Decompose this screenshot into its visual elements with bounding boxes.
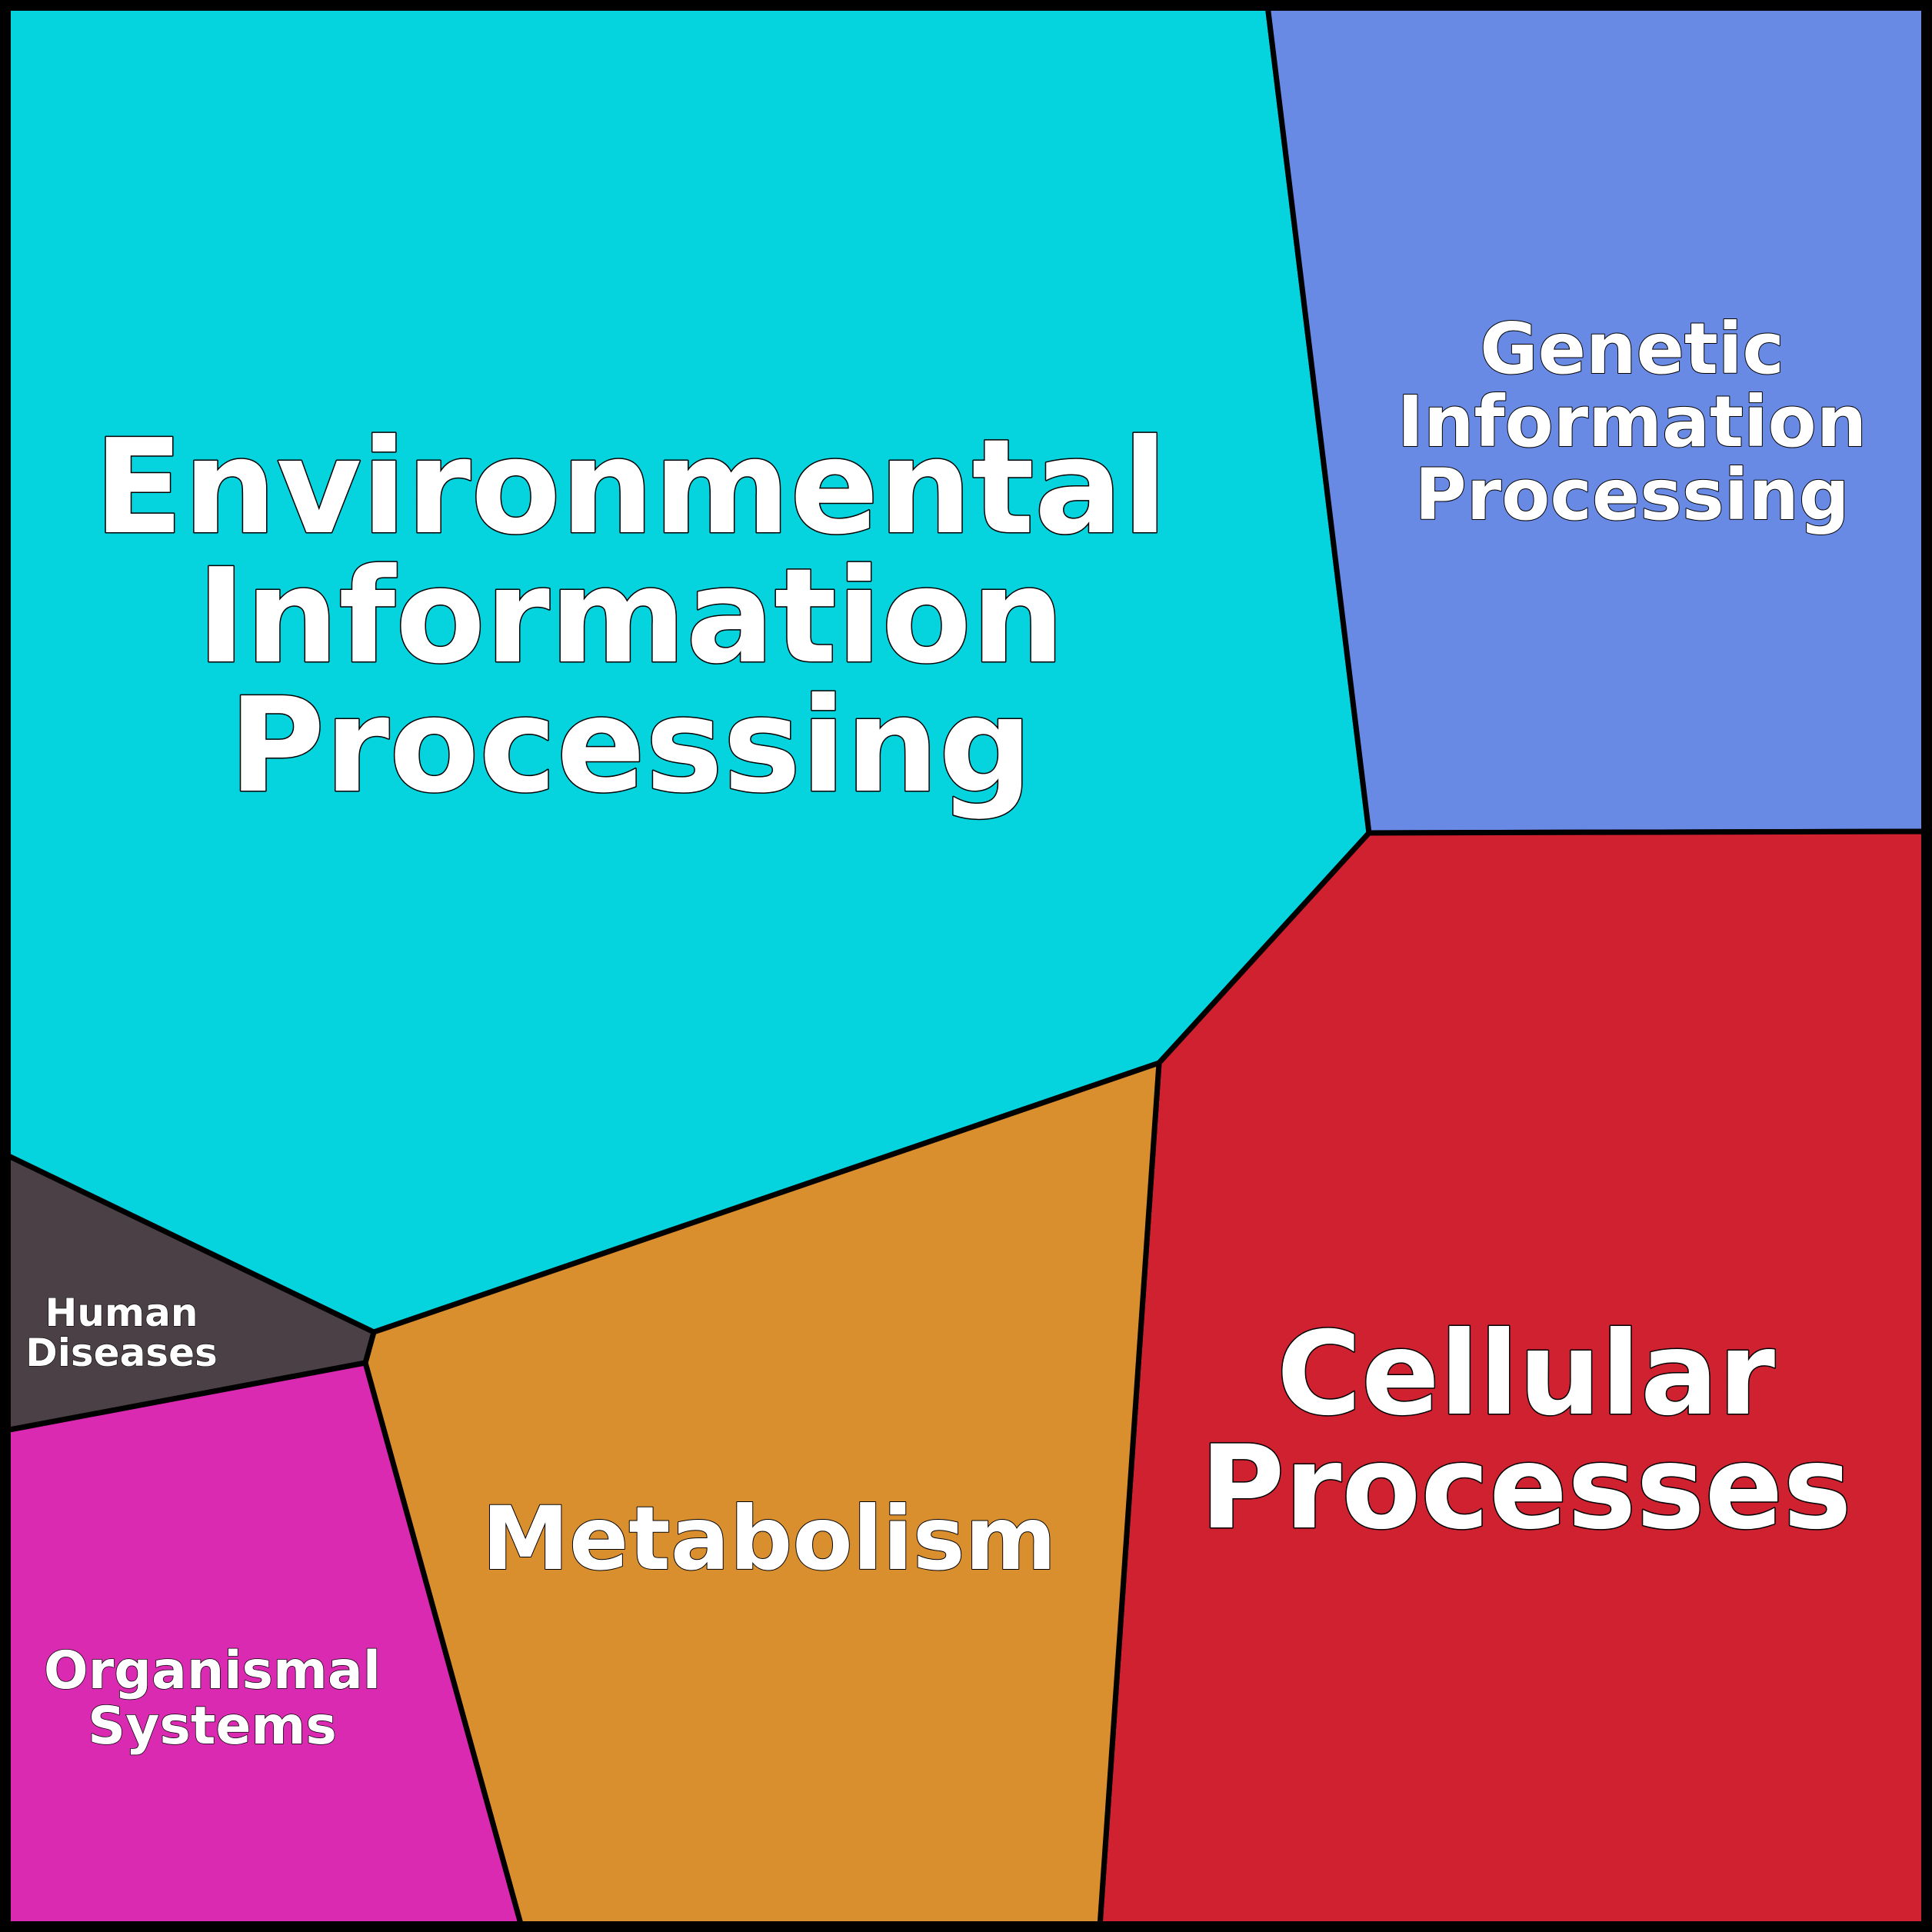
label-human-diseases-line: Human xyxy=(45,1291,198,1335)
label-cellular-line: Cellular xyxy=(1277,1307,1775,1441)
label-genetic-line: Genetic xyxy=(1480,308,1784,390)
label-genetic-line: Processing xyxy=(1414,454,1849,536)
label-organismal-line: Systems xyxy=(88,1696,337,1757)
label-human-diseases-line: Diseases xyxy=(25,1331,218,1375)
label-cellular-line: Processes xyxy=(1200,1421,1851,1555)
label-metabolism-line: Metabolism xyxy=(482,1487,1057,1590)
label-metabolism: Metabolism xyxy=(482,1487,1057,1590)
label-environmental-line: Environmental xyxy=(94,411,1168,564)
label-genetic-line: Information xyxy=(1397,381,1867,463)
label-environmental-line: Information xyxy=(197,541,1064,693)
label-organismal-line: Organismal xyxy=(44,1641,381,1701)
label-environmental-line: Processing xyxy=(229,670,1033,822)
